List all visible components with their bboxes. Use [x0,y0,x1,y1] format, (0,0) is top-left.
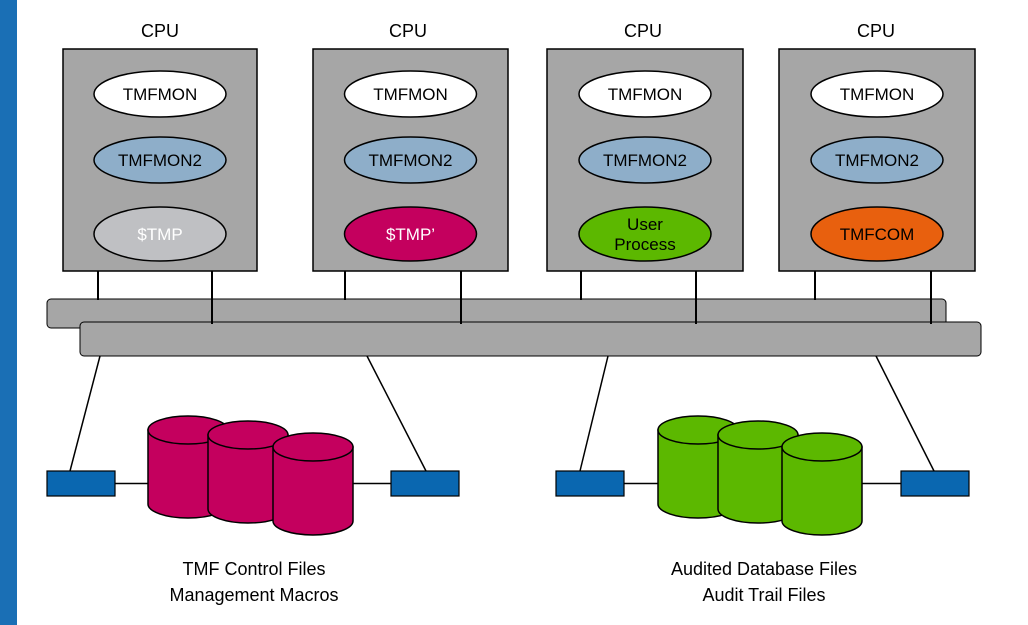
process-node: TMFMON2 [93,136,227,184]
process-label: $TMP’ [386,225,435,244]
process-label: TMFMON2 [835,151,919,170]
cpu-label: CPU [624,21,662,41]
bus-controller-link [579,355,609,472]
cpu-node: CPU TMFMON TMFMON2 $TMP [62,21,258,272]
disk-controller [390,470,460,497]
process-node: TMFCOM [810,206,944,262]
process-ellipse [93,206,227,262]
bus-controller-link [366,355,427,472]
process-label: TMFMON2 [118,151,202,170]
process-node: TMFMON [343,70,478,118]
disk-cylinder [272,432,354,536]
storage-caption: Audit Trail Files [702,585,825,605]
process-ellipse [343,136,478,184]
cpu-label: CPU [389,21,427,41]
process-label: User [627,215,663,234]
cpu-node: CPU TMFMON TMFMON2 $TMP’ [312,21,509,272]
process-node: TMFMON2 [343,136,478,184]
process-label: TMFCOM [840,225,915,244]
process-label: TMFMON2 [603,151,687,170]
process-node: TMFMON2 [810,136,944,184]
process-node: $TMP’ [343,206,478,262]
process-ellipse [93,136,227,184]
disk-cylinder [207,420,289,524]
disk-controller [46,470,116,497]
disk-cylinder [781,432,863,536]
process-label: TMFMON2 [368,151,452,170]
bus-controller-link [69,355,101,472]
process-node: $TMP [93,206,227,262]
process-ellipse [810,206,944,262]
process-node: TMFMON [578,70,712,118]
process-ellipse [93,70,227,118]
process-label: $TMP [137,225,182,244]
cpu-label: CPU [141,21,179,41]
disk-controller [555,470,625,497]
process-ellipse [810,70,944,118]
interconnect-buses [46,298,982,357]
process-node: TMFMON2 [578,136,712,184]
process-ellipse [343,206,478,262]
process-node: TMFMON [810,70,944,118]
process-label: TMFMON [840,85,915,104]
process-node: TMFMON [93,70,227,118]
process-label: TMFMON [608,85,683,104]
process-label: Process [614,235,675,254]
cpu-label: CPU [857,21,895,41]
storage-caption: Management Macros [169,585,338,605]
process-ellipse [578,136,712,184]
storage-caption: Audited Database Files [671,559,857,579]
process-ellipse [578,70,712,118]
bus-controller-link [875,355,935,472]
process-label: TMFMON [123,85,198,104]
process-ellipse [343,70,478,118]
process-label: TMFMON [373,85,448,104]
cpu-bus-connectors [97,271,932,324]
disk-controller [900,470,970,497]
left-frame-strip [0,0,17,625]
process-ellipse [578,206,712,262]
process-ellipse [810,136,944,184]
interconnect-bus-y [79,321,982,357]
storage-caption: TMF Control Files [182,559,325,579]
